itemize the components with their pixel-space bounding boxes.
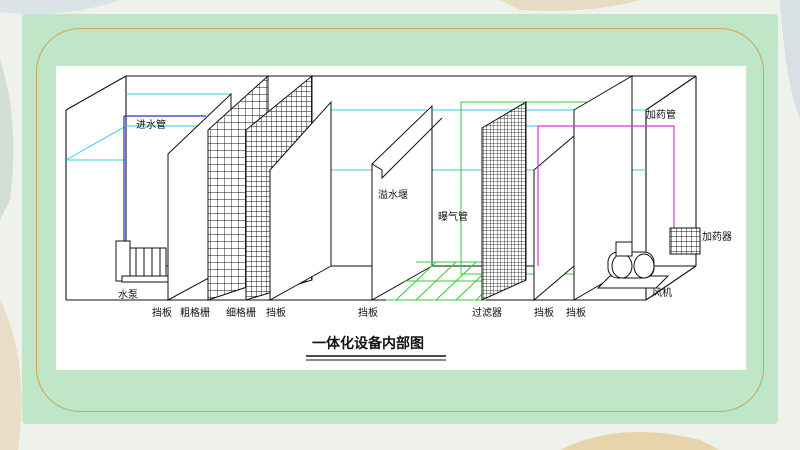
blower-label: 风机 — [652, 286, 672, 299]
inlet-pipe-label: 进水管 — [136, 118, 166, 131]
inlet-pipe — [123, 115, 206, 244]
filter-shape — [481, 101, 527, 301]
diagram-caption: 一体化设备内部图 — [312, 335, 424, 352]
doser-shape — [669, 227, 701, 255]
equipment-diagram: 进水管 水泵 — [65, 74, 732, 361]
baffle-3-label: 挡板 — [358, 306, 378, 319]
baffle-2-shape — [269, 100, 332, 301]
weir-label: 溢水堰 — [378, 188, 408, 201]
diagram-panel: 进水管 水泵 — [56, 66, 746, 370]
baffle-4-shape — [533, 134, 575, 302]
aeration-pipe-label: 曝气管 — [438, 210, 468, 223]
baffle-4-label: 挡板 — [534, 306, 554, 319]
pump-shape — [115, 240, 171, 283]
baffle-1-label: 挡板 — [152, 306, 172, 319]
weir-baffle-shape — [371, 104, 433, 301]
filter-label: 过滤器 — [472, 306, 502, 319]
doser-label: 加药器 — [702, 231, 732, 243]
weir-lip — [371, 117, 443, 180]
decorative-border — [36, 28, 764, 412]
blower-shape — [596, 241, 670, 289]
pump-label: 水泵 — [118, 289, 138, 301]
fine-grid-label: 细格栅 — [226, 306, 256, 319]
coarse-grid-label: 粗格栅 — [180, 306, 210, 319]
dosing-pipe — [537, 125, 675, 266]
baffle-5-label: 挡板 — [566, 306, 586, 319]
dosing-pipe-label: 加药管 — [646, 108, 676, 121]
baffle-2-label: 挡板 — [266, 306, 286, 319]
